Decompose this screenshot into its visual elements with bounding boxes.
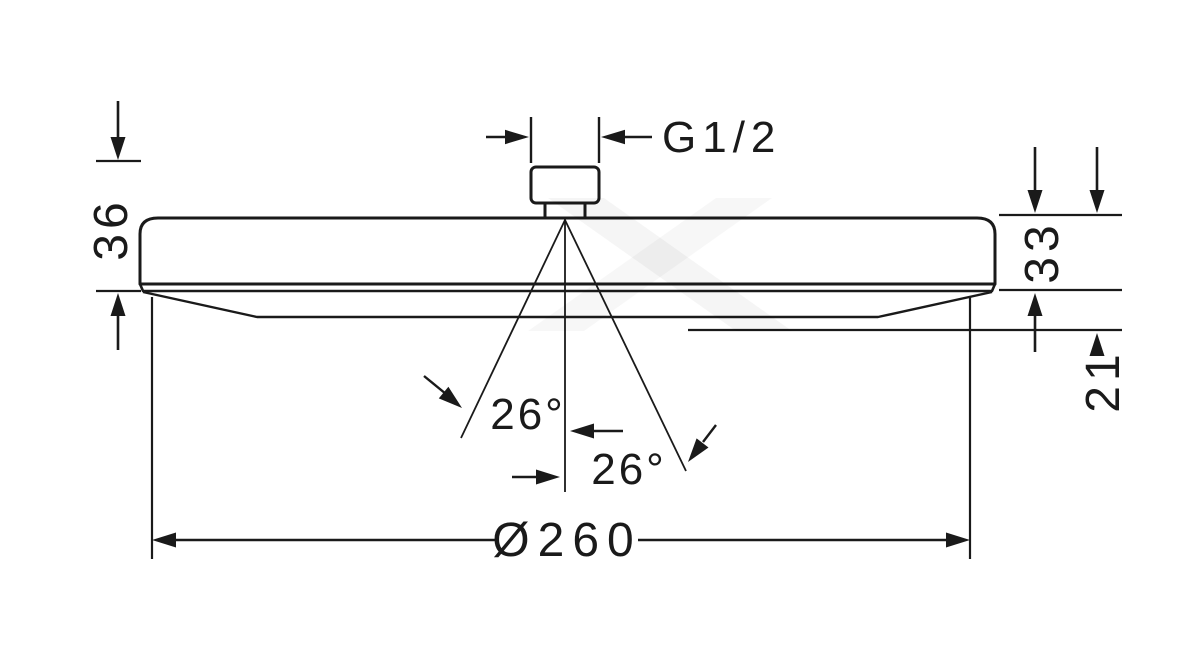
height-right-upper-label: 33 [1016,220,1069,283]
leader-shaft [702,424,717,443]
diameter-label: Ø260 [492,514,641,567]
thread-label: G1/2 [662,113,781,162]
arrowhead-left-icon [570,423,594,439]
right-extension-lines [688,213,1122,332]
spray-pattern-lines [460,218,687,492]
dimension-height-right-lower: 21 [1077,147,1130,413]
height-left-label: 36 [85,197,138,260]
arrowhead-down-icon [1027,190,1043,213]
spray-fan-line-left [460,219,566,439]
dimension-height-left: 36 [85,101,141,350]
height-right-lower-label: 21 [1077,349,1130,412]
body-rim-line [138,283,997,293]
connector [529,165,601,218]
spray-plate-line [142,290,993,319]
arrowhead-up-icon [1027,293,1043,316]
arrowhead-left-icon [601,129,625,145]
arrowhead-up-icon [1089,333,1105,356]
spray-angle-annotation: 26° 26° [423,375,717,494]
arrowhead-right-icon [536,469,560,485]
watermark-bar [548,198,792,331]
body-outline [138,216,997,286]
arrowhead-right-icon [946,532,970,548]
dimension-diameter: Ø260 [150,297,972,567]
arrowhead-up-icon [110,293,126,316]
arrowhead-downleft-icon [688,438,709,462]
arrowhead-down-icon [110,137,126,160]
spray-fan-line-right [564,219,687,472]
shower-head-body [138,216,997,319]
connector-thread-body [529,165,601,205]
dimension-height-right-upper: 33 [1016,147,1069,352]
leader-shaft [423,375,447,395]
angle-right-label: 26° [591,445,667,494]
arrowhead-right-icon [505,129,529,145]
watermark [548,198,792,331]
dimension-thread: G1/2 [486,113,781,163]
arrowhead-left-icon [152,532,176,548]
arrowhead-downright-icon [438,386,462,408]
arrowhead-down-icon [1089,190,1105,213]
angle-left-label: 26° [490,390,566,439]
